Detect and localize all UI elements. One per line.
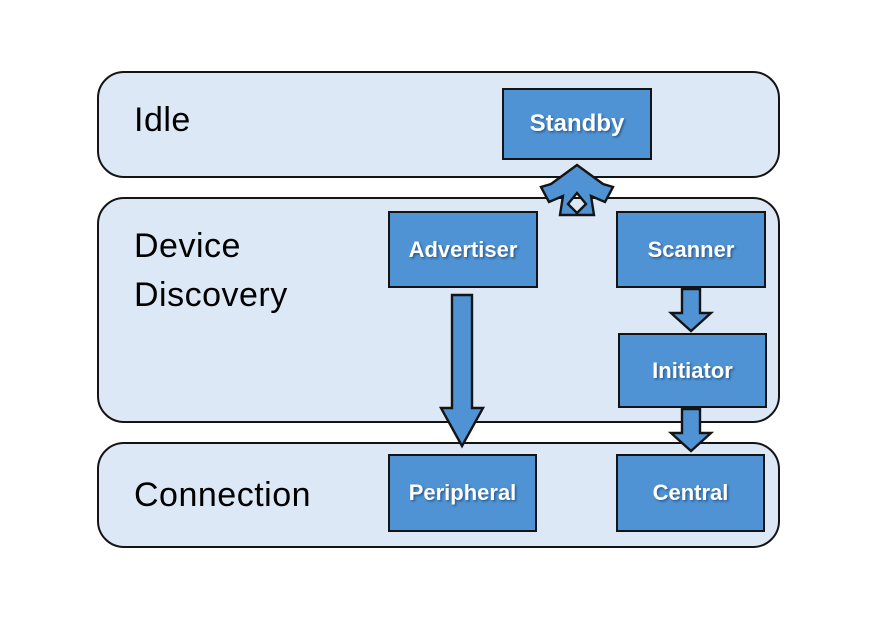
section-label-connection: Connection — [134, 476, 312, 514]
node-scanner: Scanner — [616, 211, 766, 288]
section-idle — [97, 71, 780, 178]
node-standby: Standby — [502, 88, 652, 160]
node-initiator: Initiator — [618, 333, 767, 408]
node-peripheral: Peripheral — [388, 454, 537, 532]
section-label-idle: Idle — [134, 101, 191, 139]
section-label-device-discovery: Device Discovery — [134, 227, 288, 314]
node-advertiser: Advertiser — [388, 211, 538, 288]
node-central: Central — [616, 454, 765, 532]
